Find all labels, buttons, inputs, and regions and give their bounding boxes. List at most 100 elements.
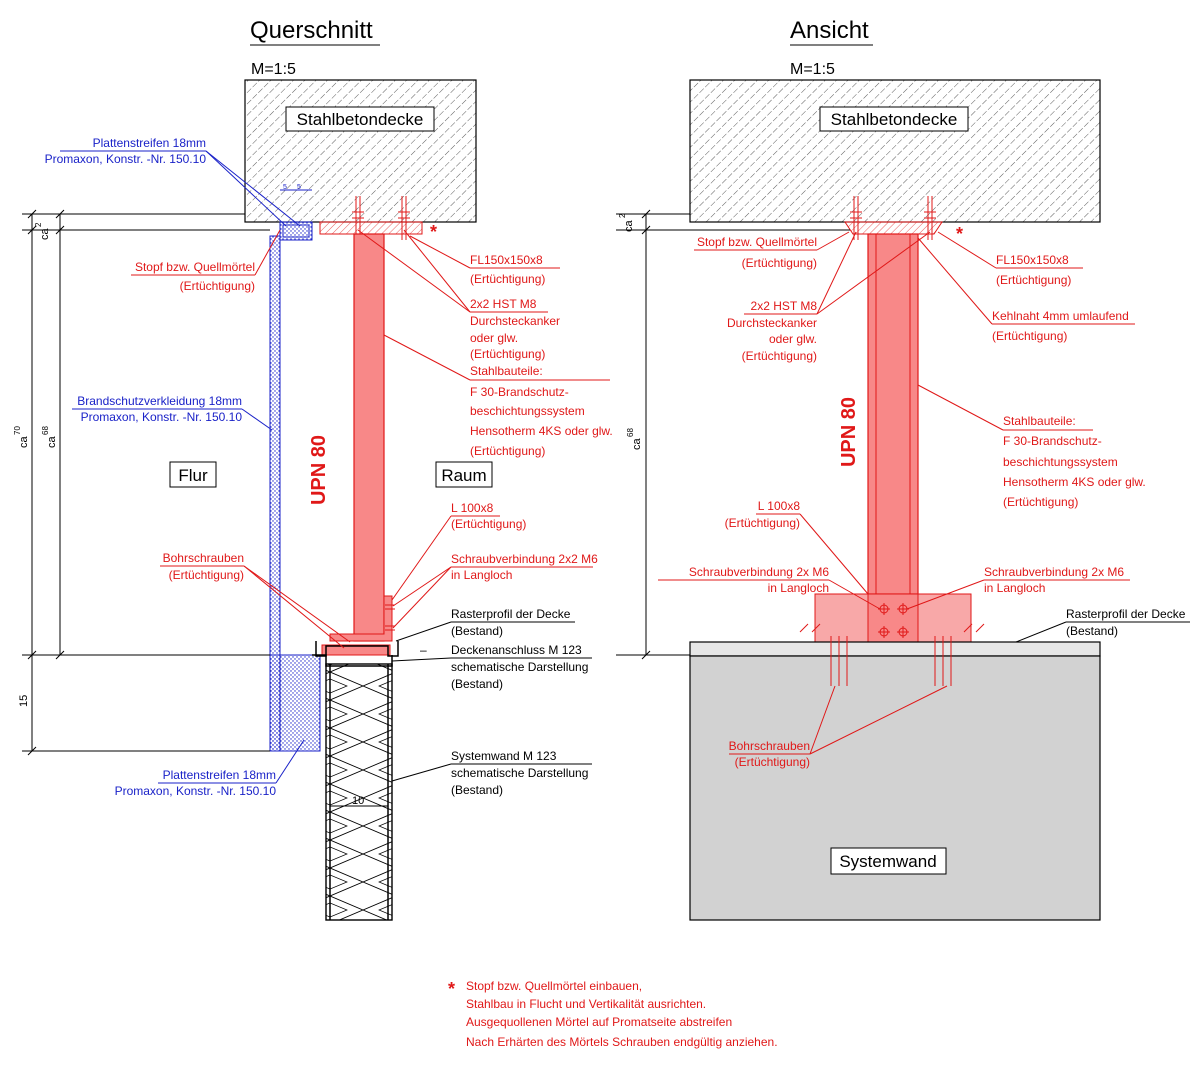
label-raster-left-1: Rasterprofil der Decke bbox=[451, 607, 571, 621]
star-marker-left: * bbox=[430, 222, 437, 242]
footnote-line-3: Ausgequollenen Mörtel auf Promatseite ab… bbox=[466, 1015, 732, 1029]
label-raster-right-1: Rasterprofil der Decke bbox=[1066, 607, 1186, 621]
plate-strip-top-inner bbox=[282, 224, 310, 238]
label-stahl-right-4: Hensotherm 4KS oder glw. bbox=[1003, 475, 1146, 489]
label-stopf-left-2: (Ertüchtigung) bbox=[180, 279, 255, 293]
label-plattenstreifen-top-1: Plattenstreifen 18mm bbox=[93, 136, 206, 150]
title-ansicht: Ansicht bbox=[790, 17, 869, 44]
fire-board-bottom bbox=[269, 654, 321, 752]
ceiling-label-right: Stahlbetondecke bbox=[831, 110, 958, 129]
svg-text:10: 10 bbox=[352, 795, 364, 807]
svg-text:68: 68 bbox=[41, 426, 50, 435]
svg-text:15: 15 bbox=[18, 695, 30, 707]
label-fl-right-2: (Ertüchtigung) bbox=[996, 273, 1071, 287]
angle-l100-left bbox=[329, 595, 393, 642]
label-stahl-left-4: Hensotherm 4KS oder glw. bbox=[470, 424, 613, 438]
label-stopf-left-1: Stopf bzw. Quellmörtel bbox=[135, 260, 255, 274]
flur-label: Flur bbox=[178, 466, 208, 485]
label-schraub-left-2: in Langloch bbox=[451, 568, 512, 582]
svg-text:2: 2 bbox=[34, 222, 43, 227]
anchor-thread-right bbox=[850, 211, 936, 219]
label-bohr-left-2: (Ertüchtigung) bbox=[169, 568, 244, 582]
label-brandschutz-2: Promaxon, Konstr. -Nr. 150.10 bbox=[81, 410, 243, 424]
column-foot-right bbox=[867, 593, 919, 643]
upn80-label-right: UPN 80 bbox=[838, 397, 860, 467]
systemwand-box bbox=[830, 847, 947, 875]
ceiling-label-box-left bbox=[285, 106, 435, 132]
drill-screws-right bbox=[830, 636, 952, 686]
svg-text:ca: ca bbox=[39, 228, 51, 241]
flur-box bbox=[169, 461, 217, 488]
label-hst-right-3: oder glw. bbox=[769, 332, 817, 346]
label-system-left-2: schematische Darstellung bbox=[451, 766, 588, 780]
svg-text:ca: ca bbox=[623, 220, 635, 233]
label-decken-left-3: (Bestand) bbox=[451, 677, 503, 691]
label-stahl-left-3: beschichtungssystem bbox=[470, 404, 585, 418]
label-plattenstreifen-bottom-1: Plattenstreifen 18mm bbox=[163, 768, 276, 782]
ceiling-label-box-right bbox=[819, 106, 969, 132]
raum-box bbox=[435, 461, 493, 488]
label-plattenstreifen-top-2: Promaxon, Konstr. -Nr. 150.10 bbox=[45, 152, 207, 166]
scale-left: M=1:5 bbox=[251, 61, 296, 78]
label-fl-left-2: (Ertüchtigung) bbox=[470, 272, 545, 286]
star-marker-right: * bbox=[956, 224, 963, 244]
label-hst-right-1: 2x2 HST M8 bbox=[751, 299, 818, 313]
label-plattenstreifen-bottom-2: Promaxon, Konstr. -Nr. 150.10 bbox=[115, 784, 277, 798]
label-hst-left-2: Durchsteckanker bbox=[470, 314, 560, 328]
label-decken-left-1: Deckenanschluss M 123 bbox=[451, 643, 582, 657]
svg-text:70: 70 bbox=[13, 426, 22, 435]
label-bohr-left-1: Bohrschrauben bbox=[163, 551, 244, 565]
label-decken-left-2: schematische Darstellung bbox=[451, 660, 588, 674]
label-hst-left-3: oder glw. bbox=[470, 331, 518, 345]
raster-profile-left bbox=[315, 641, 399, 657]
label-system-left-3: (Bestand) bbox=[451, 783, 503, 797]
dash-marker: – bbox=[420, 643, 427, 657]
label-system-left-1: Systemwand M 123 bbox=[451, 749, 557, 763]
title-querschnitt: Querschnitt bbox=[250, 17, 373, 44]
system-wall-left bbox=[325, 663, 393, 921]
ceiling-slab-right bbox=[689, 79, 1101, 223]
raum-label: Raum bbox=[441, 466, 486, 485]
label-bohr-right-2: (Ertüchtigung) bbox=[735, 755, 810, 769]
label-bohr-right-1: Bohrschrauben bbox=[729, 739, 810, 753]
label-schraubL-right-2: in Langloch bbox=[768, 581, 829, 595]
dimensions-right: ca 2 ca 68 bbox=[616, 209, 850, 660]
label-kehl-right-2: (Ertüchtigung) bbox=[992, 329, 1067, 343]
bolts-angle-left bbox=[385, 604, 395, 631]
upn80-column-left bbox=[353, 233, 385, 642]
label-hst-left-4: (Ertüchtigung) bbox=[470, 347, 545, 361]
label-l100-right-2: (Ertüchtigung) bbox=[725, 516, 800, 530]
label-raster-left-2: (Bestand) bbox=[451, 624, 503, 638]
scale-right: M=1:5 bbox=[790, 61, 835, 78]
base-plate-left bbox=[321, 644, 391, 656]
svg-text:5: 5 bbox=[283, 184, 287, 191]
svg-text:68: 68 bbox=[626, 428, 635, 437]
label-schraubL-right-1: Schraubverbindung 2x M6 bbox=[689, 565, 829, 579]
label-stopf-right-1: Stopf bzw. Quellmörtel bbox=[697, 235, 817, 249]
view-ansicht: Ansicht M=1:5 Stahlbetondecke UPN 80 Sy bbox=[616, 17, 1190, 921]
upn80-label-left: UPN 80 bbox=[308, 435, 330, 505]
label-hst-right-4: (Ertüchtigung) bbox=[742, 349, 817, 363]
label-kehl-right-1: Kehlnaht 4mm umlaufend bbox=[992, 309, 1129, 323]
label-schraub-left-1: Schraubverbindung 2x2 M6 bbox=[451, 552, 598, 566]
bolts-right bbox=[878, 603, 909, 638]
svg-text:ca: ca bbox=[18, 436, 30, 449]
label-l100-left-2: (Ertüchtigung) bbox=[451, 517, 526, 531]
screw-heads-right bbox=[799, 623, 985, 633]
svg-text:2: 2 bbox=[618, 213, 627, 218]
systemwand-label: Systemwand bbox=[839, 852, 936, 871]
flat-plate-right bbox=[844, 221, 943, 235]
label-stahl-right-1: Stahlbauteile: bbox=[1003, 414, 1076, 428]
label-brandschutz-1: Brandschutzverkleidung 18mm bbox=[77, 394, 242, 408]
svg-text:5: 5 bbox=[297, 184, 301, 191]
label-fl-left-1: FL150x150x8 bbox=[470, 253, 543, 267]
ceiling-label-left: Stahlbetondecke bbox=[297, 110, 424, 129]
view-querschnitt: Querschnitt M=1:5 Stahlbetondecke UPN 80 bbox=[13, 17, 613, 921]
label-l100-right-1: L 100x8 bbox=[758, 499, 801, 513]
flat-plate-left bbox=[319, 221, 423, 235]
label-schraubR-right-1: Schraubverbindung 2x M6 bbox=[984, 565, 1124, 579]
svg-text:ca: ca bbox=[631, 438, 643, 451]
svg-text:ca: ca bbox=[46, 436, 58, 449]
label-l100-left-1: L 100x8 bbox=[451, 501, 494, 515]
